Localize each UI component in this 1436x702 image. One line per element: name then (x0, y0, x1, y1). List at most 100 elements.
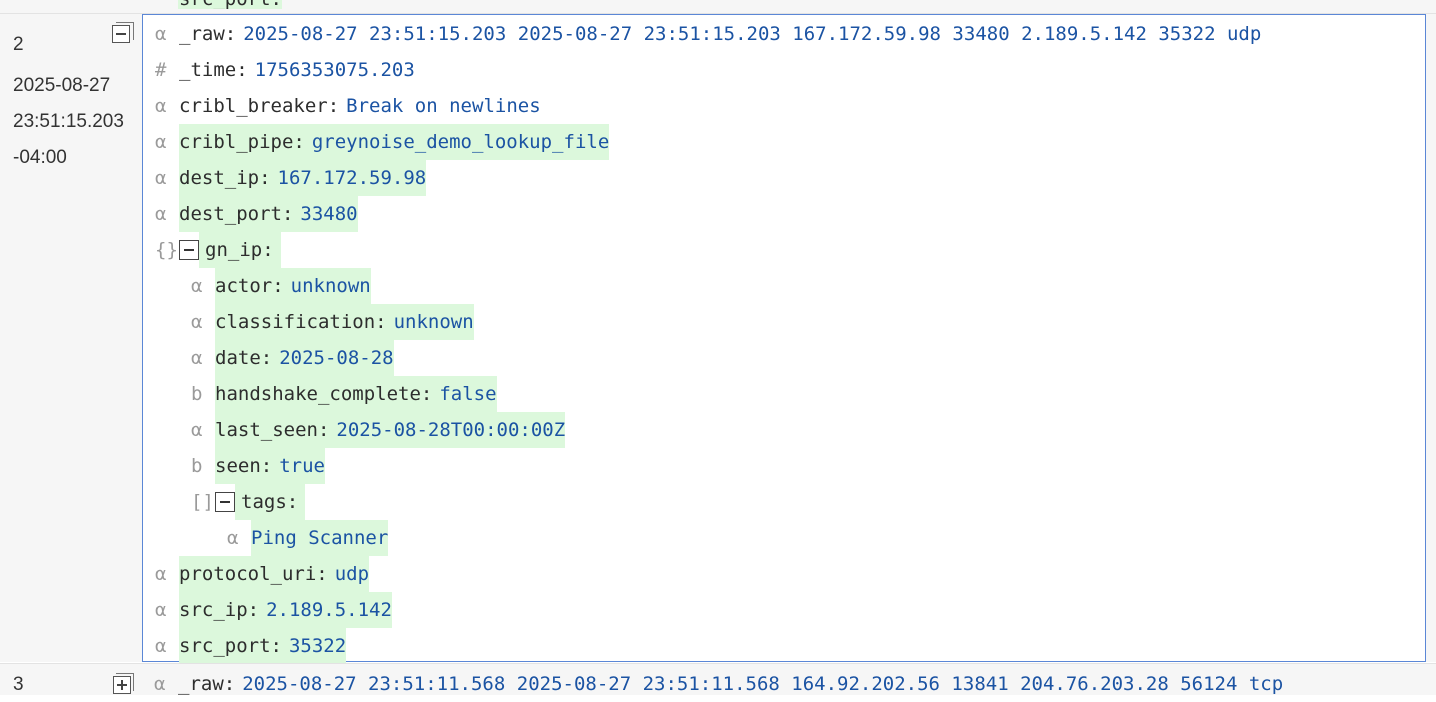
gn-ip-keyval: gn_ip: (199, 232, 281, 268)
field-tags[interactable]: [] tags: (191, 484, 306, 520)
field-value: 2025-08-28T00:00:00Z (336, 419, 566, 441)
field-key: _raw (178, 673, 224, 695)
object-type-icon: {} (155, 239, 178, 261)
field-key: actor (215, 275, 273, 297)
dest-port-keyval: dest_port: 33480 (179, 196, 358, 232)
field-value: 2025-08-27 23:51:11.568 2025-08-27 23:51… (242, 673, 1284, 695)
field-value: 2.189.5.142 (266, 599, 392, 621)
boolean-type-icon: b (191, 455, 203, 477)
src-port-keyval: src_port: 35322 (179, 628, 347, 664)
field-key: _raw (179, 23, 225, 45)
field-key: cribl_breaker (179, 95, 328, 117)
cribl-pipe-keyval: cribl_pipe: greynoise_demo_lookup_file (179, 124, 610, 160)
raw-keyval: _raw: 2025-08-27 23:51:11.568 2025-08-27… (178, 673, 1284, 695)
field-actor[interactable]: α actor: unknown (191, 268, 371, 304)
field-value: true (279, 455, 325, 477)
field-key: classification (215, 311, 376, 333)
field-value: greynoise_demo_lookup_file (311, 131, 610, 153)
event-row[interactable]: 2 2025-08-27 23:51:15.203 -04:00 α _raw:… (0, 14, 1436, 664)
expand-icon (113, 676, 131, 694)
tag-item[interactable]: α Ping Scanner (227, 520, 389, 556)
field-value: unknown (290, 275, 371, 297)
field-protocol-uri[interactable]: α protocol_uri: udp (155, 556, 370, 592)
string-type-icon: α (155, 95, 167, 117)
field-classification[interactable]: α classification: unknown (191, 304, 474, 340)
field-value: false (439, 383, 497, 405)
dest-ip-keyval: dest_ip: 167.172.59.98 (179, 160, 427, 196)
timestamp-date: 2025-08-27 (13, 75, 111, 96)
string-type-icon: α (155, 167, 167, 189)
field-key: seen (215, 455, 261, 477)
event-index: 3 (13, 674, 24, 695)
string-type-icon: α (191, 347, 203, 369)
string-type-icon: α (155, 635, 167, 657)
field-date[interactable]: α date: 2025-08-28 (191, 340, 394, 376)
field-value: Ping Scanner (251, 527, 389, 549)
field-value: udp (334, 563, 370, 585)
field-seen[interactable]: b seen: true (191, 448, 325, 484)
event-row[interactable]: 3 α _raw: 2025-08-27 23:51:11.568 2025-0… (0, 663, 1436, 695)
stack-shadow-icon (116, 673, 134, 691)
collapse-gn-ip-button[interactable] (179, 240, 199, 260)
field-value: 1756353075.203 (254, 59, 415, 81)
field-cribl-breaker[interactable]: α cribl_breaker: Break on newlines (155, 88, 541, 124)
field-key: date (215, 347, 261, 369)
string-type-icon: α (154, 673, 166, 695)
field-cribl-pipe[interactable]: α cribl_pipe: greynoise_demo_lookup_file (155, 124, 610, 160)
cribl-breaker-keyval: cribl_breaker: Break on newlines (179, 95, 541, 117)
field-key: dest_ip (179, 167, 260, 189)
actor-keyval: actor: unknown (215, 268, 371, 304)
handshake-complete-keyval: handshake_complete: false (215, 376, 497, 412)
field-value: 33480 (300, 203, 358, 225)
last-seen-keyval: last_seen: 2025-08-28T00:00:00Z (215, 412, 566, 448)
field-src-port[interactable]: α src_port: 35322 (155, 628, 347, 664)
field-key: src_port (179, 635, 271, 657)
event-detail-panel: α _raw: 2025-08-27 23:51:15.203 2025-08-… (142, 14, 1426, 664)
field-dest-ip[interactable]: α dest_ip: 167.172.59.98 (155, 160, 427, 196)
field-value: 35322 (288, 635, 347, 657)
field-key: cribl_pipe (179, 131, 294, 153)
field-key: src_ip (179, 599, 248, 621)
stack-shadow-icon (116, 22, 134, 40)
field-value: Break on newlines (346, 95, 541, 117)
array-type-icon: [] (191, 491, 214, 513)
field-raw[interactable]: α _raw: 2025-08-27 23:51:11.568 2025-08-… (154, 666, 1283, 702)
boolean-type-icon: b (191, 383, 203, 405)
seen-keyval: seen: true (215, 448, 325, 484)
field-value: unknown (393, 311, 474, 333)
event-timestamp: 2025-08-27 23:51:15.203 -04:00 (13, 68, 141, 176)
field-last-seen[interactable]: α last_seen: 2025-08-28T00:00:00Z (191, 412, 566, 448)
date-keyval: date: 2025-08-28 (215, 340, 394, 376)
field-value: 167.172.59.98 (277, 167, 427, 189)
collapse-tags-button[interactable] (215, 492, 235, 512)
previous-event-row: src_port: (0, 0, 1436, 14)
tag-item-keyval: Ping Scanner (251, 520, 389, 556)
field-key: gn_ip (205, 239, 263, 261)
string-type-icon: α (155, 23, 167, 45)
timestamp-time: 23:51:15.203 (13, 111, 124, 132)
string-type-icon: α (191, 311, 203, 333)
src-port-field-partial: src_port: (178, 0, 282, 9)
string-type-icon: α (155, 203, 167, 225)
string-type-icon: α (155, 599, 167, 621)
field-time[interactable]: # _time: 1756353075.203 (155, 52, 415, 88)
string-type-icon: α (191, 419, 203, 441)
field-key: _time (179, 59, 237, 81)
collapse-icon (112, 25, 130, 43)
string-type-icon: α (155, 563, 167, 585)
field-gn-ip[interactable]: {} gn_ip: (155, 232, 281, 268)
field-raw[interactable]: α _raw: 2025-08-27 23:51:15.203 2025-08-… (155, 16, 1261, 52)
field-dest-port[interactable]: α dest_port: 33480 (155, 196, 358, 232)
field-src-ip[interactable]: α src_ip: 2.189.5.142 (155, 592, 392, 628)
field-key: last_seen (215, 419, 318, 441)
classification-keyval: classification: unknown (215, 304, 474, 340)
field-value: 2025-08-28 (279, 347, 394, 369)
field-value: 2025-08-27 23:51:15.203 2025-08-27 23:51… (243, 23, 1262, 45)
field-handshake-complete[interactable]: b handshake_complete: false (191, 376, 497, 412)
event-index: 2 (13, 34, 24, 55)
time-keyval: _time: 1756353075.203 (179, 59, 415, 81)
timestamp-offset: -04:00 (13, 147, 67, 168)
src-port-key-partial: src_port: (179, 0, 282, 9)
tags-keyval: tags: (235, 484, 306, 520)
raw-keyval: _raw: 2025-08-27 23:51:15.203 2025-08-27… (179, 23, 1262, 45)
